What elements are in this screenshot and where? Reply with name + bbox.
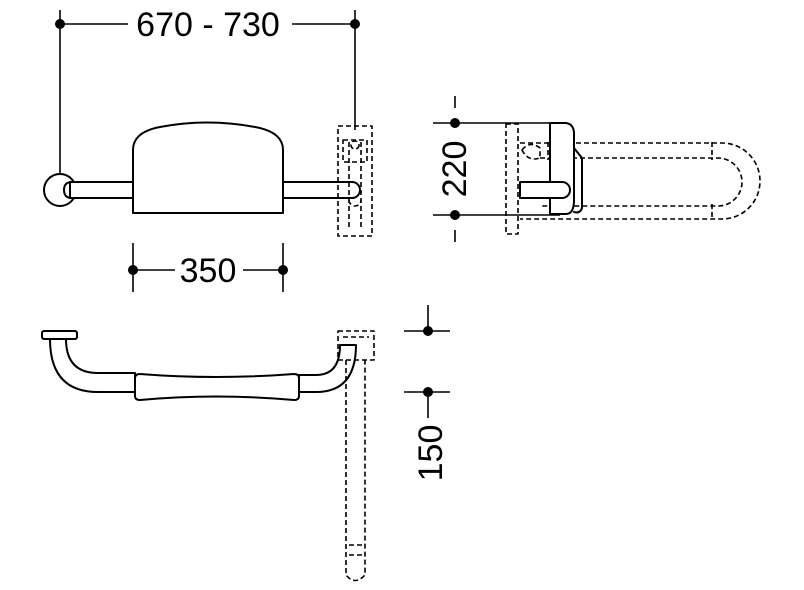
overall-length-label: 670 - 730 bbox=[136, 6, 280, 44]
side-view: 220 bbox=[433, 96, 761, 242]
top-view: 150 bbox=[41, 305, 450, 582]
side-rail-lowered bbox=[520, 142, 761, 220]
side-tube-stub bbox=[519, 181, 571, 199]
top-wall-flange bbox=[41, 330, 78, 340]
side-backrest bbox=[549, 122, 575, 215]
top-right-tube bbox=[298, 344, 357, 393]
fold-height-label: 220 bbox=[436, 141, 474, 198]
pad-length-label: 350 bbox=[180, 252, 237, 290]
backrest-pad bbox=[132, 121, 284, 214]
wall-offset-label: 150 bbox=[412, 425, 450, 482]
top-pad bbox=[134, 373, 300, 401]
dimension-wall-offset: 150 bbox=[404, 305, 450, 481]
top-curved-tube bbox=[49, 338, 136, 393]
side-wall-plate bbox=[505, 123, 519, 235]
wall-bracket-dashed bbox=[337, 125, 373, 237]
front-view: 670 - 730 350 bbox=[43, 6, 373, 292]
dimension-fold-height: 220 bbox=[433, 96, 560, 242]
dimension-overall-length: 670 - 730 bbox=[55, 6, 360, 185]
dimension-pad-length: 350 bbox=[128, 243, 288, 292]
top-wall-bracket-dashed bbox=[337, 330, 375, 361]
top-rail-raised-dashed bbox=[345, 360, 366, 582]
